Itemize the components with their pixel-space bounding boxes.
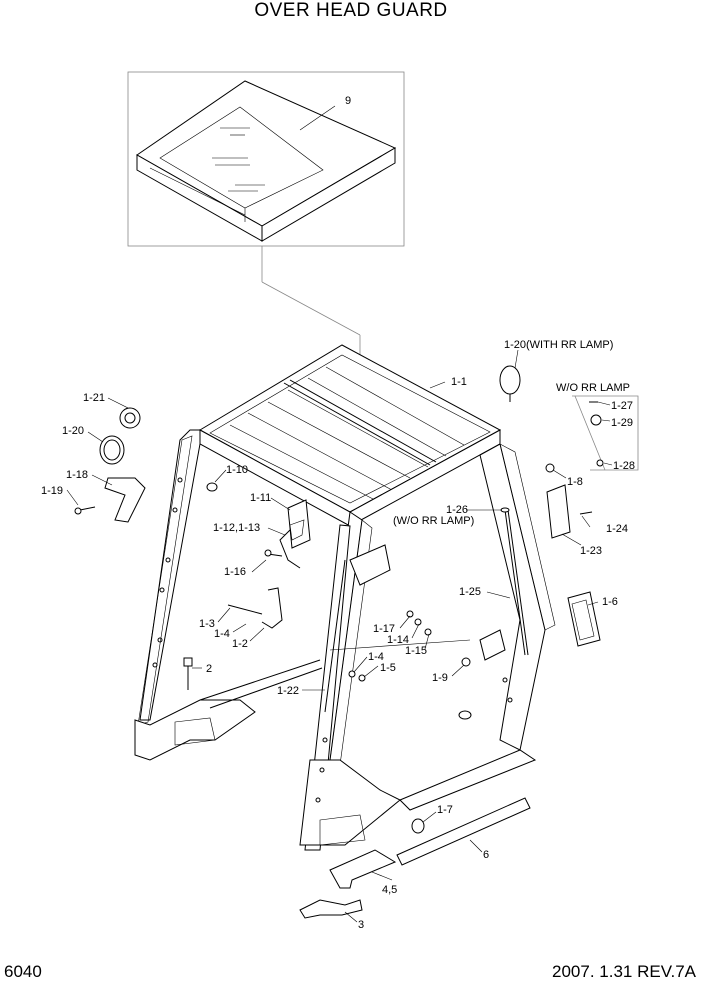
page-title: OVER HEAD GUARD	[254, 0, 448, 21]
grab-handle	[261, 587, 283, 629]
label-1-4b: 1-4	[368, 651, 384, 663]
label-wo-rr-lamp: W/O RR LAMP	[556, 382, 630, 394]
label-1-17: 1-17	[373, 623, 395, 635]
label-1-12-1-13: 1-12,1-13	[213, 522, 260, 534]
rear-lamp-housing	[546, 484, 571, 539]
label-1-6: 1-6	[602, 596, 618, 608]
label-3: 3	[358, 919, 364, 931]
mirror	[287, 499, 311, 549]
label-4-5: 4,5	[382, 884, 397, 896]
label-1-7: 1-7	[437, 804, 453, 816]
step-plate	[329, 849, 397, 889]
rear-lamp	[499, 365, 521, 395]
label-1-14: 1-14	[387, 634, 409, 646]
work-lamp-ring	[119, 407, 141, 429]
label-1-22: 1-22	[277, 685, 299, 697]
label-1-20: 1-20	[62, 425, 84, 437]
label-1-18: 1-18	[66, 469, 88, 481]
label-1-9: 1-9	[432, 672, 448, 684]
label-1-10: 1-10	[226, 464, 248, 476]
step-pad	[567, 591, 601, 647]
label-1-27: 1-27	[611, 400, 633, 412]
step-strip	[299, 899, 363, 919]
label-1-21: 1-21	[83, 392, 105, 404]
guard-frame	[134, 344, 556, 851]
label-1-8: 1-8	[567, 476, 583, 488]
label-1-29: 1-29	[611, 417, 633, 429]
revision-date: 2007. 1.31 REV.7A	[552, 962, 696, 981]
label-1-20-with-rr: 1-20(WITH RR LAMP)	[504, 339, 613, 351]
label-1-5: 1-5	[380, 662, 396, 674]
label-1-25: 1-25	[459, 586, 481, 598]
page-number: 6040	[4, 962, 42, 981]
label-1-16: 1-16	[224, 566, 246, 578]
label-1-26: 1-26	[446, 504, 468, 516]
anti-slip-strip	[396, 797, 531, 866]
label-1-28: 1-28	[613, 460, 635, 472]
label-1-3: 1-3	[199, 618, 215, 630]
label-6: 6	[483, 849, 489, 861]
label-wo-rr-lamp-paren: (W/O RR LAMP)	[393, 515, 474, 527]
label-1-1: 1-1	[451, 376, 467, 388]
label-2: 2	[206, 663, 212, 675]
label-1-2: 1-2	[232, 638, 248, 650]
label-9: 9	[345, 95, 351, 107]
label-1-11: 1-11	[250, 492, 271, 504]
callout-labels: 9 1-1 1-20(WITH RR LAMP) W/O RR LAMP 1-2…	[41, 95, 635, 931]
manual-inset	[127, 71, 405, 355]
label-1-4a: 1-4	[214, 628, 230, 640]
lamp-bracket	[104, 477, 146, 523]
parts	[74, 365, 639, 919]
leader-lines	[66, 349, 613, 923]
label-1-23: 1-23	[580, 545, 602, 557]
label-1-15: 1-15	[405, 645, 427, 657]
label-1-19: 1-19	[41, 485, 63, 497]
label-1-24: 1-24	[606, 523, 628, 535]
